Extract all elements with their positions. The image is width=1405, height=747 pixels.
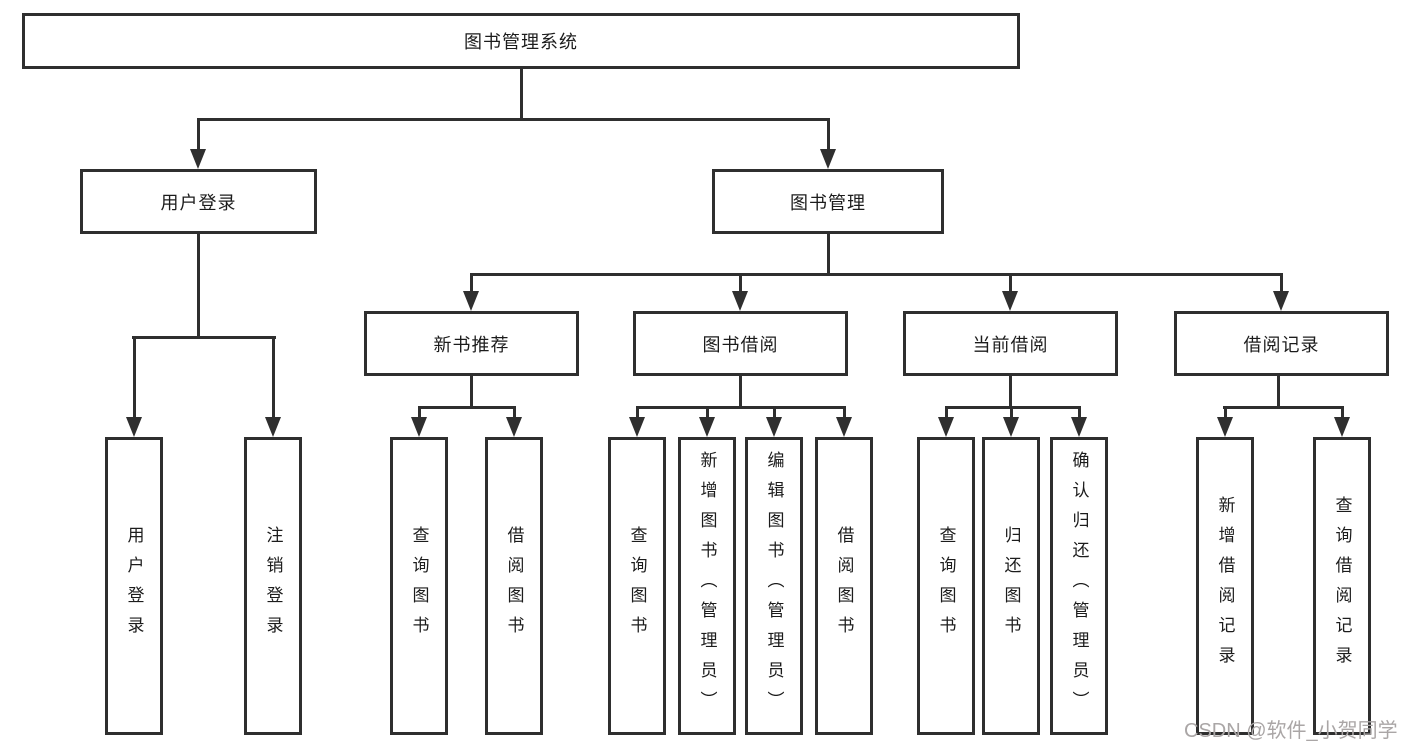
connector-line [945,406,1081,409]
arrowhead-down-icon [265,417,281,437]
arrowhead-down-icon [836,417,852,437]
arrowhead-down-icon [463,291,479,311]
arrowhead-down-icon [506,417,522,437]
leaf-label: 注销登录 [263,526,283,646]
leaf-label: 编辑图书（管理员） [764,451,784,721]
node-borrowing-records: 借阅记录 [1174,311,1389,376]
connector-line [272,339,275,417]
leaf-label: 查询图书 [409,526,429,646]
connector-line [773,409,776,417]
leaf-label: 归还图书 [1001,526,1021,646]
leaf-borrow-books: 借阅图书 [815,437,873,735]
connector-line [1224,409,1227,417]
leaf-confirm-return-admin: 确认归还（管理员） [1050,437,1108,735]
connector-line [418,409,421,417]
connector-line [739,376,742,406]
leaf-query-books-borrowing: 查询图书 [608,437,666,735]
node-label: 图书借阅 [702,334,779,355]
connector-line [132,336,276,339]
leaf-borrow-books-recommend: 借阅图书 [485,437,543,735]
node-label: 借阅记录 [1243,334,1320,355]
leaf-label: 新增图书（管理员） [697,451,717,721]
arrowhead-down-icon [629,417,645,437]
connector-line [739,276,742,291]
connector-line [1277,376,1280,406]
leaf-add-books-admin: 新增图书（管理员） [678,437,736,735]
csdn-watermark: CSDN @软件_小贺同学 [1184,720,1398,742]
node-current-borrowing: 当前借阅 [903,311,1118,376]
connector-line [843,409,846,417]
connector-line [197,121,200,149]
node-book-borrowing: 图书借阅 [633,311,848,376]
connector-line [1341,409,1344,417]
connector-line [636,409,639,417]
leaf-query-books-recommend: 查询图书 [390,437,448,735]
arrowhead-down-icon [732,291,748,311]
leaf-label: 借阅图书 [504,526,524,646]
connector-line [418,406,516,409]
leaf-label: 查询图书 [936,526,956,646]
leaf-label: 用户登录 [124,526,144,646]
connector-line [636,406,846,409]
arrowhead-down-icon [1003,417,1019,437]
arrowhead-down-icon [1217,417,1233,437]
arrowhead-down-icon [1273,291,1289,311]
node-library-management-system: 图书管理系统 [22,13,1020,69]
leaf-user-login: 用户登录 [105,437,163,735]
leaf-return-books: 归还图书 [982,437,1040,735]
arrowhead-down-icon [766,417,782,437]
arrowhead-down-icon [190,149,206,169]
connector-line [945,409,948,417]
leaf-logout: 注销登录 [244,437,302,735]
connector-line [827,234,830,273]
connector-line [470,376,473,406]
node-label: 图书管理 [790,192,866,213]
connector-line [197,118,830,121]
leaf-query-borrow-record: 查询借阅记录 [1313,437,1371,735]
arrowhead-down-icon [820,149,836,169]
connector-line [1223,406,1344,409]
connector-line [827,121,830,149]
node-user-login: 用户登录 [80,169,317,234]
connector-line [197,234,200,336]
connector-line [133,339,136,417]
leaf-label: 查询图书 [627,526,647,646]
connector-line [513,409,516,417]
connector-line [1009,376,1012,406]
leaf-edit-books-admin: 编辑图书（管理员） [745,437,803,735]
connector-line [706,409,709,417]
connector-line [520,69,523,118]
leaf-label: 借阅图书 [834,526,854,646]
leaf-label: 新增借阅记录 [1215,496,1235,676]
arrowhead-down-icon [411,417,427,437]
node-label: 当前借阅 [972,334,1049,355]
arrowhead-down-icon [699,417,715,437]
connector-line [470,276,473,291]
node-label: 图书管理系统 [464,32,578,52]
arrowhead-down-icon [1334,417,1350,437]
node-new-book-recommend: 新书推荐 [364,311,579,376]
connector-line [1010,409,1013,417]
node-book-management: 图书管理 [712,169,944,234]
leaf-add-borrow-record: 新增借阅记录 [1196,437,1254,735]
arrowhead-down-icon [938,417,954,437]
arrowhead-down-icon [1071,417,1087,437]
connector-line [1078,409,1081,417]
connector-line [1280,276,1283,291]
arrowhead-down-icon [126,417,142,437]
connector-line [470,273,1283,276]
node-label: 用户登录 [160,192,237,213]
leaf-label: 查询借阅记录 [1332,496,1352,676]
leaf-query-books-current: 查询图书 [917,437,975,735]
leaf-label: 确认归还（管理员） [1069,451,1089,721]
arrowhead-down-icon [1002,291,1018,311]
node-label: 新书推荐 [433,334,510,355]
connector-line [1009,276,1012,291]
